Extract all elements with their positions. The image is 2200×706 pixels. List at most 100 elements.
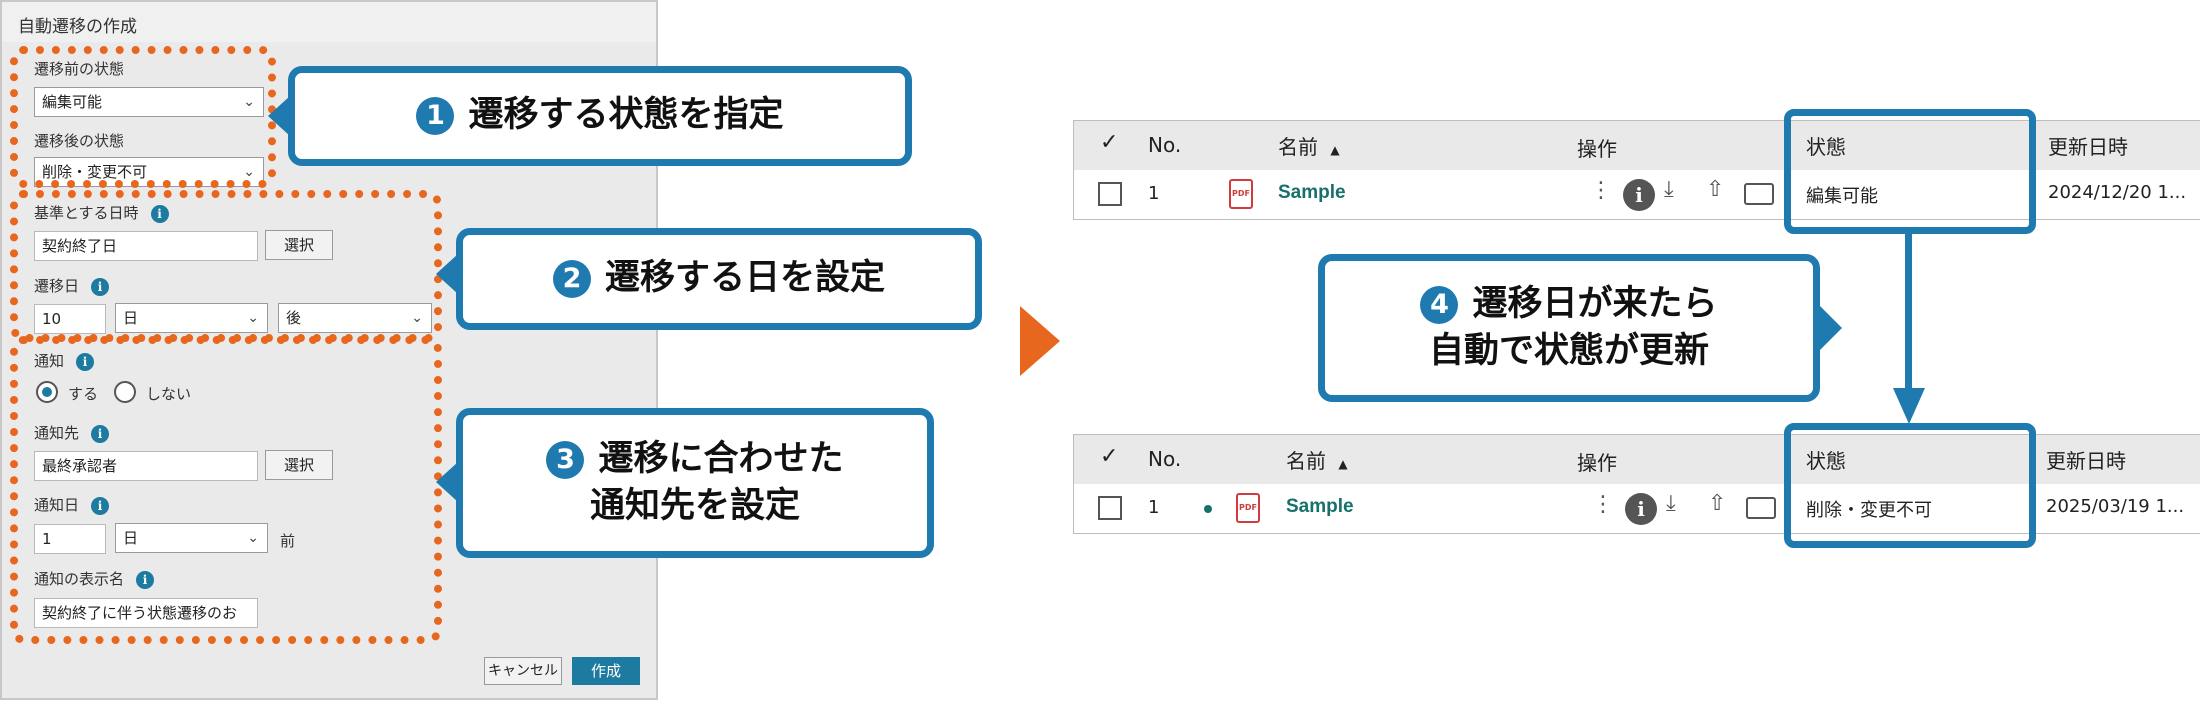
notify-day-unit-value: 日 — [123, 529, 139, 547]
notify-name-input[interactable]: 契約終了に伴う状態遷移のお — [34, 598, 258, 628]
cancel-button[interactable]: キャンセル — [484, 657, 562, 685]
callout-4-line2: 自動で状態が更新 — [1428, 331, 1709, 371]
notify-off-radio[interactable] — [114, 381, 136, 403]
info-icon[interactable]: i — [1623, 179, 1655, 211]
download-icon[interactable]: ⤓ — [1664, 177, 1674, 202]
callout-2-text: 遷移する日を設定 — [604, 258, 885, 299]
check-icon[interactable]: ✓ — [1100, 444, 1119, 469]
transition-direction-select[interactable]: 後 ⌄ — [278, 303, 432, 333]
chevron-down-icon: ⌄ — [243, 164, 255, 180]
chevron-down-icon: ⌄ — [243, 94, 255, 110]
notify-to-input[interactable]: 最終承認者 — [34, 451, 258, 481]
callout-4-line1: 遷移日が来たら — [1472, 283, 1718, 324]
base-date-input[interactable]: 契約終了日 — [34, 231, 258, 261]
chevron-down-icon: ⌄ — [247, 530, 259, 546]
row-updated: 2025/03/19 1... — [2046, 496, 2185, 517]
notify-day-input[interactable]: 1 — [34, 524, 106, 554]
transition-unit-value: 日 — [123, 309, 139, 327]
info-icon[interactable]: i — [150, 204, 169, 223]
id-card-icon[interactable] — [1744, 183, 1774, 205]
callout-3-line2: 通知先を設定 — [589, 486, 800, 526]
chevron-down-icon: ⌄ — [247, 310, 259, 326]
sort-up-icon[interactable]: ▲ — [1330, 143, 1340, 157]
notify-label-text: 通知 — [34, 352, 65, 370]
col-state-header: 状態 — [1806, 449, 1846, 473]
callout-3: 3 遷移に合わせた 通知先を設定 — [456, 408, 934, 558]
info-icon[interactable]: i — [136, 570, 155, 589]
dialog-title: 自動遷移の作成 — [18, 17, 137, 37]
sort-up-icon[interactable]: ▲ — [1338, 457, 1348, 471]
id-card-icon[interactable] — [1746, 497, 1776, 519]
share-lock-icon[interactable]: ⇧ — [1708, 491, 1727, 516]
before-state-select[interactable]: 編集可能 ⌄ — [34, 87, 264, 117]
callout-3-body: 3 遷移に合わせた 通知先を設定 — [546, 436, 844, 531]
state-highlight-after — [1784, 423, 2036, 548]
transition-unit-select[interactable]: 日 ⌄ — [115, 303, 268, 333]
transition-direction-value: 後 — [286, 309, 302, 327]
table-header-before — [1074, 121, 2200, 170]
col-no-header: No. — [1148, 447, 1182, 471]
col-name-header[interactable]: 名前 ▲ — [1278, 131, 1340, 160]
create-button[interactable]: 作成 — [572, 657, 640, 685]
col-ops-header: 操作 — [1577, 137, 1617, 161]
notify-day-label: 通知日 i — [34, 494, 110, 515]
notify-name-label: 通知の表示名 i — [34, 568, 155, 589]
notify-to-label-text: 通知先 — [34, 424, 80, 442]
callout-4: 4 遷移日が来たら 自動で状態が更新 — [1318, 254, 1820, 402]
row-state: 編集可能 — [1806, 186, 1878, 207]
download-icon[interactable]: ⤓ — [1666, 491, 1676, 516]
notify-day-label-text: 通知日 — [34, 496, 80, 514]
callout-1-number: 1 — [416, 97, 455, 135]
arrow-right-icon — [1020, 306, 1060, 376]
notify-name-label-text: 通知の表示名 — [34, 570, 125, 588]
share-lock-icon[interactable]: ⇧ — [1706, 177, 1725, 202]
callout-3-number: 3 — [546, 440, 585, 479]
pdf-icon: PDF — [1229, 179, 1253, 209]
col-name-label: 名前 — [1286, 449, 1326, 473]
callout-2: 2 遷移する日を設定 — [456, 228, 982, 330]
callout-3-pointer — [436, 462, 458, 502]
row-checkbox[interactable] — [1098, 182, 1122, 206]
more-vertical-icon[interactable]: ⋮ — [1592, 492, 1614, 517]
col-updated-header: 更新日時 — [2046, 449, 2126, 473]
col-updated-header: 更新日時 — [2048, 135, 2128, 159]
info-icon[interactable]: i — [91, 496, 110, 515]
pdf-icon: PDF — [1236, 493, 1260, 523]
base-date-select-button[interactable]: 選択 — [265, 230, 333, 260]
before-state-label: 遷移前の状態 — [34, 60, 125, 78]
info-icon[interactable]: i — [91, 277, 110, 296]
row-no: 1 — [1148, 497, 1160, 518]
callout-4-body: 4 遷移日が来たら 自動で状態が更新 — [1420, 281, 1718, 376]
info-icon[interactable]: i — [1625, 493, 1657, 525]
notify-day-suffix: 前 — [280, 532, 296, 550]
notify-to-label: 通知先 i — [34, 422, 110, 443]
base-date-label: 基準とする日時 i — [34, 202, 169, 223]
arrow-down-shaft — [1905, 234, 1912, 390]
info-icon[interactable]: i — [91, 424, 110, 443]
notify-on-radio[interactable] — [36, 381, 58, 403]
transition-day-input[interactable]: 10 — [34, 304, 106, 334]
before-state-value: 編集可能 — [42, 93, 103, 111]
notify-to-select-button[interactable]: 選択 — [265, 450, 333, 480]
row-no: 1 — [1148, 183, 1160, 204]
after-state-value: 削除・変更不可 — [42, 163, 148, 181]
row-updated: 2024/12/20 1... — [2048, 182, 2187, 203]
notify-off-label: しない — [146, 385, 192, 403]
file-name-link[interactable]: Sample — [1278, 182, 1346, 203]
callout-1-pointer — [268, 96, 290, 136]
table-header-after — [1074, 435, 2200, 484]
base-date-label-text: 基準とする日時 — [34, 204, 139, 222]
callout-2-number: 2 — [552, 260, 591, 298]
file-name-link[interactable]: Sample — [1286, 496, 1354, 517]
callout-3-line1: 遷移に合わせた — [598, 438, 844, 479]
col-state-header: 状態 — [1806, 135, 1846, 159]
info-icon[interactable]: i — [76, 352, 95, 371]
row-checkbox[interactable] — [1098, 496, 1122, 520]
arrow-down-icon — [1893, 388, 1925, 424]
more-vertical-icon[interactable]: ⋮ — [1590, 178, 1612, 203]
notify-day-unit-select[interactable]: 日 ⌄ — [115, 523, 268, 553]
col-name-header[interactable]: 名前 ▲ — [1286, 445, 1348, 474]
check-icon[interactable]: ✓ — [1100, 130, 1119, 155]
callout-4-number: 4 — [1420, 285, 1459, 324]
